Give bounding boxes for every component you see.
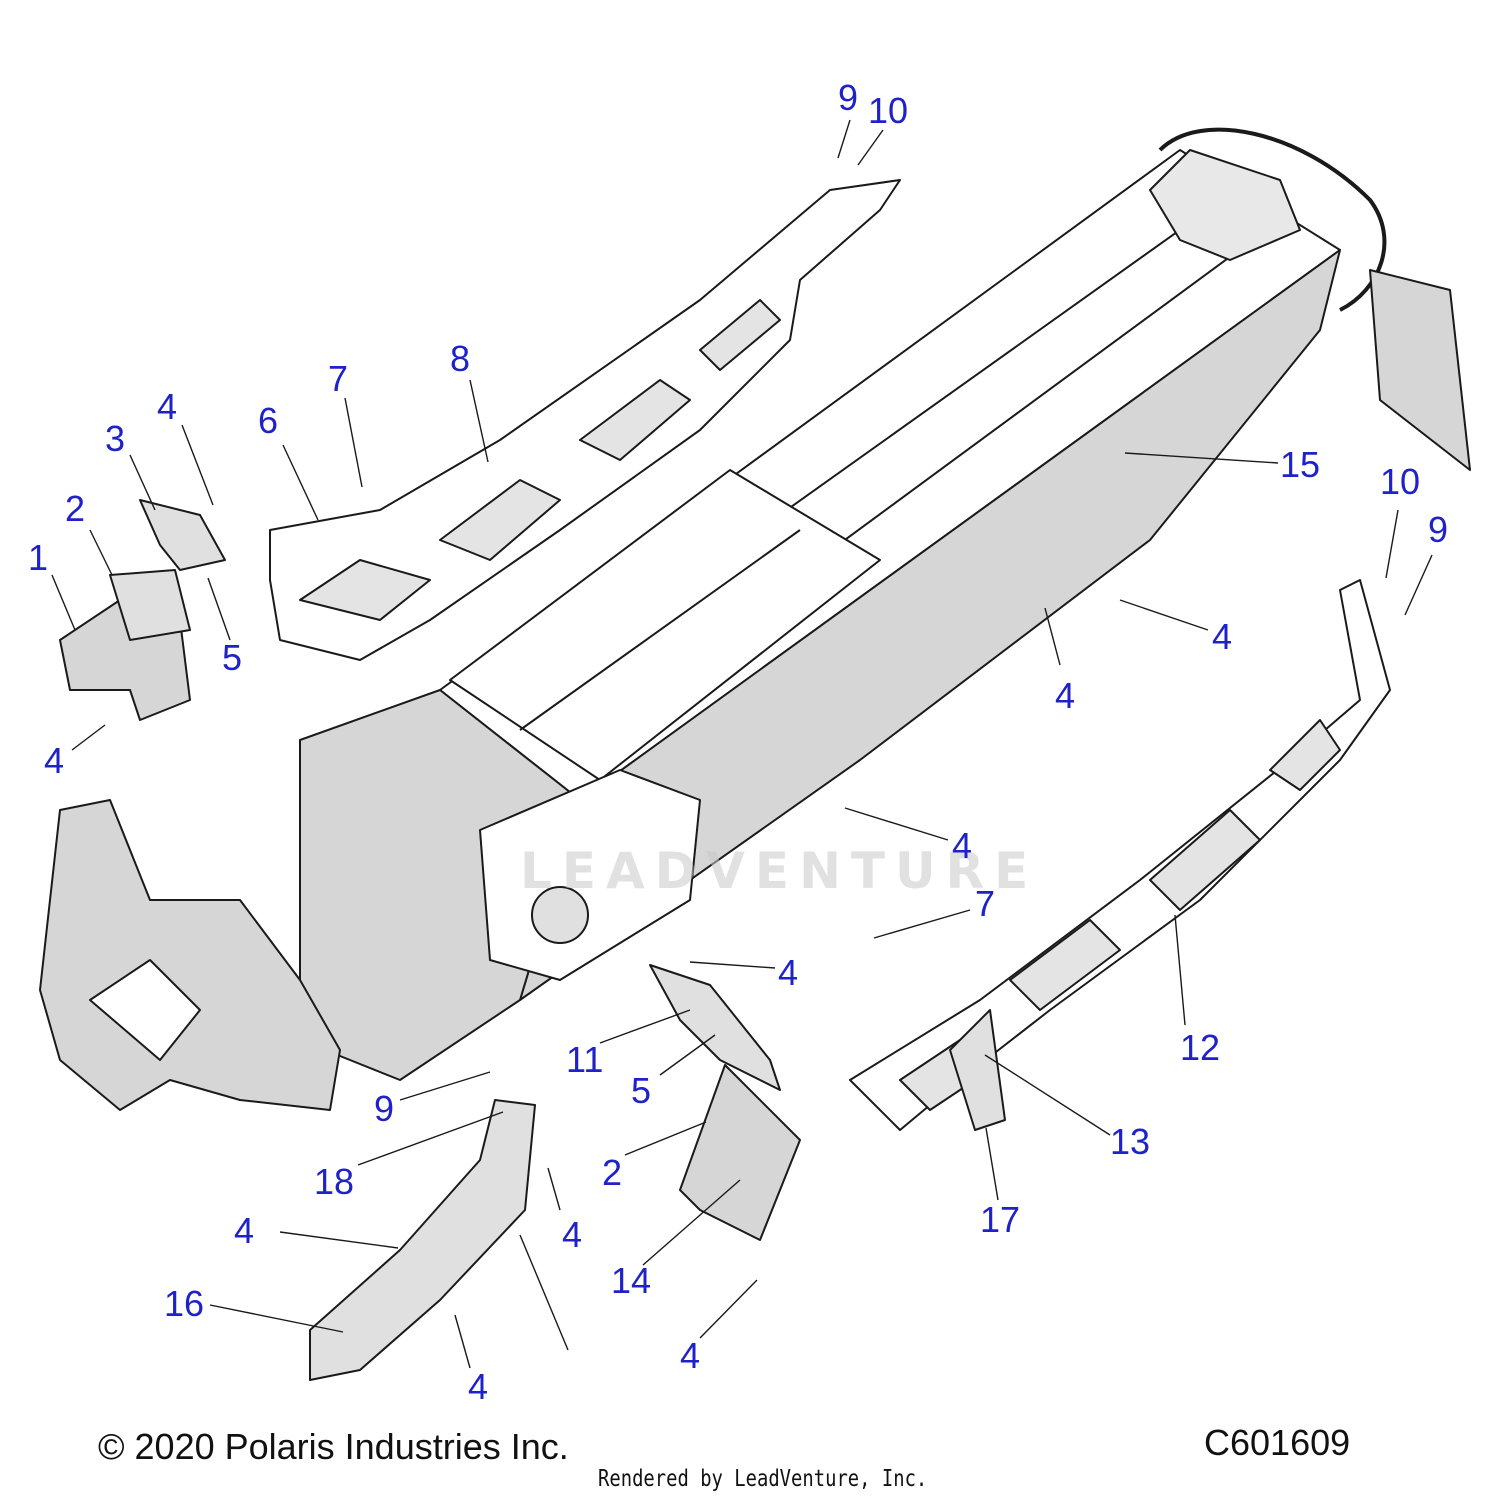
bracket-13	[949, 1009, 1006, 1131]
snow-flap	[1369, 269, 1471, 471]
foot-plate-16	[309, 1099, 536, 1381]
callout-4: 4	[952, 825, 973, 866]
callout-5: 5	[631, 1070, 652, 1111]
panel-14	[679, 1064, 801, 1241]
callout-12: 12	[1180, 1027, 1221, 1068]
callout-8: 8	[450, 338, 471, 379]
callout-10: 10	[868, 90, 909, 131]
vent-2-left	[109, 569, 191, 641]
bracket-3	[139, 499, 226, 571]
callout-16: 16	[164, 1283, 205, 1324]
callout-4: 4	[1212, 616, 1233, 657]
callout-4: 4	[157, 386, 178, 427]
callout-14: 14	[611, 1260, 652, 1301]
callout-7: 7	[328, 358, 349, 399]
callout-7: 7	[975, 883, 996, 924]
render-credit: Rendered by LeadVenture, Inc.	[598, 1466, 928, 1492]
callout-9: 9	[374, 1088, 395, 1129]
callout-13: 17	[980, 1199, 1021, 1240]
callout-15: 15	[1280, 444, 1321, 485]
callout-4: 13	[1110, 1121, 1151, 1162]
callout-2: 2	[65, 488, 86, 529]
watermark: LEADVENTURE	[520, 842, 1039, 900]
callout-9: 9	[1428, 509, 1449, 550]
panel-11	[649, 964, 781, 1091]
front-frame	[39, 799, 341, 1111]
callout-4: 4	[1055, 675, 1076, 716]
callout-2: 2	[602, 1152, 623, 1193]
leader-lines	[51, 119, 1433, 1369]
callout-4: 4	[778, 952, 799, 993]
callout-9: 9	[838, 77, 859, 118]
callout-17: 4	[234, 1210, 255, 1251]
callout-10: 10	[1380, 461, 1421, 502]
callout-5: 5	[222, 637, 243, 678]
callout-4: 4	[680, 1335, 701, 1376]
diagram-code: C601609	[1204, 1422, 1351, 1463]
callout-11: 11	[566, 1039, 604, 1080]
callout-18: 18	[314, 1161, 355, 1202]
callout-4: 4	[468, 1366, 489, 1407]
callout-6: 6	[258, 400, 279, 441]
callout-4: 4	[44, 740, 65, 781]
copyright-notice: © 2020 Polaris Industries Inc.	[98, 1426, 569, 1467]
callout-4: 4	[562, 1214, 583, 1255]
callout-1: 1	[28, 537, 49, 578]
callout-3: 3	[105, 418, 126, 459]
running-board-left	[269, 179, 901, 661]
